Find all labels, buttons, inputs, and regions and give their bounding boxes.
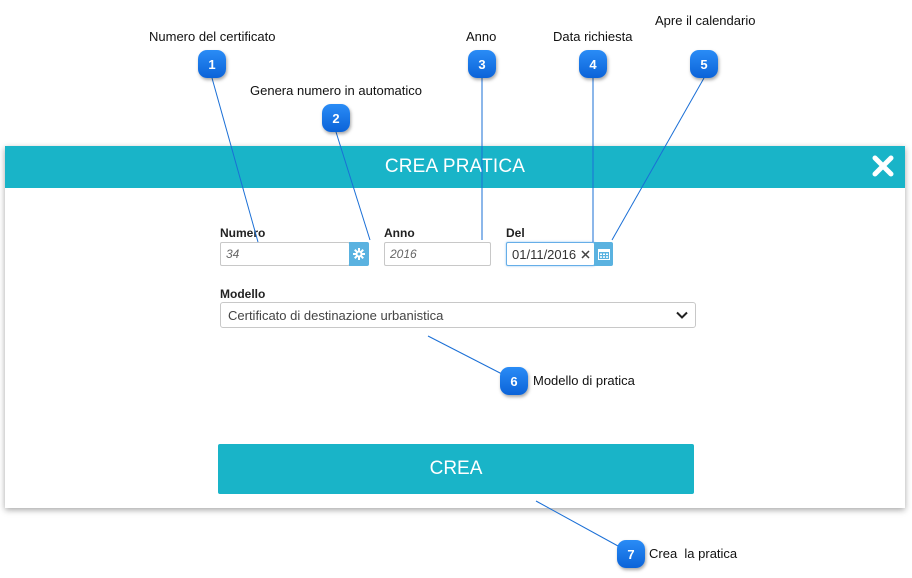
callout-label-2: Genera numero in automatico <box>250 83 422 98</box>
del-date-value: 01/11/2016 <box>512 246 577 262</box>
modello-select[interactable]: Certificato di destinazione urbanistica <box>220 302 696 328</box>
callout-label-1: Numero del certificato <box>149 29 276 44</box>
calendar-icon <box>597 249 610 260</box>
modello-label: Modello <box>220 287 266 301</box>
open-calendar-button[interactable] <box>594 242 613 266</box>
callout-label-6: Modello di pratica <box>533 373 635 388</box>
generate-number-button[interactable] <box>349 242 369 266</box>
anno-label: Anno <box>384 226 415 240</box>
callout-label-7: Crea la pratica <box>649 546 738 561</box>
crea-button[interactable]: CREA <box>218 444 694 494</box>
callout-badge-5: 5 <box>690 50 718 78</box>
clear-x-icon <box>580 249 590 259</box>
dialog-header: CREA PRATICA <box>5 146 905 188</box>
del-date-input[interactable]: 01/11/2016 <box>506 242 595 266</box>
modello-selected-value: Certificato di destinazione urbanistica <box>228 307 444 323</box>
callout-badge-6: 6 <box>500 367 528 395</box>
numero-input[interactable]: 34 <box>220 242 350 266</box>
close-x-icon <box>872 155 894 177</box>
callout-badge-1: 1 <box>198 50 226 78</box>
numero-label: Numero <box>220 226 266 240</box>
close-button[interactable] <box>869 152 897 180</box>
callout-label-5: Apre il calendario <box>655 13 756 28</box>
callout-badge-7: 7 <box>617 540 645 568</box>
numero-placeholder: 34 <box>226 247 240 261</box>
del-label: Del <box>506 226 525 240</box>
callout-label-3: Anno <box>466 29 497 44</box>
callout-badge-2: 2 <box>322 104 350 132</box>
anno-placeholder: 2016 <box>390 247 417 261</box>
chevron-down-icon <box>676 311 688 319</box>
callout-badge-4: 4 <box>579 50 607 78</box>
anno-input[interactable]: 2016 <box>384 242 491 266</box>
callout-badge-3: 3 <box>468 50 496 78</box>
clear-date-button[interactable] <box>579 247 591 261</box>
callout-label-4: Data richiesta <box>553 29 633 44</box>
crea-pratica-dialog: CREA PRATICA Numero 34 Anno 2016 Del <box>5 146 905 508</box>
dialog-title: CREA PRATICA <box>384 156 526 177</box>
gear-icon <box>353 248 365 260</box>
